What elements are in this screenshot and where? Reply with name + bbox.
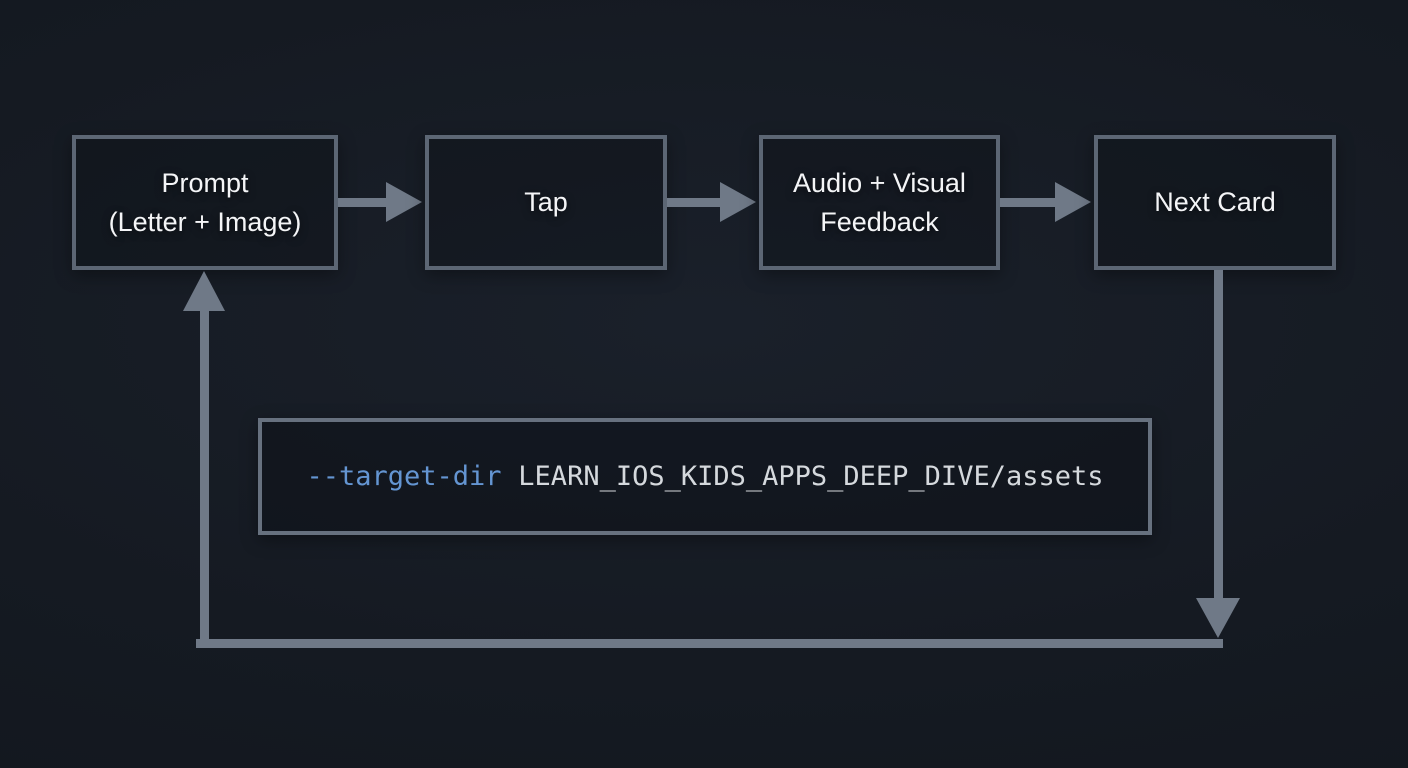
loop-line-left [200, 308, 209, 648]
flow-node-tap: Tap [425, 135, 667, 270]
arrow-right-icon [667, 182, 756, 222]
loop-line-bottom [196, 639, 1223, 648]
arrow-head-icon [1055, 182, 1091, 222]
arrow-head-icon [386, 182, 422, 222]
arrow-down-icon [1196, 598, 1240, 638]
code-argument: LEARN_IOS_KIDS_APPS_DEEP_DIVE/assets [518, 461, 1104, 492]
arrow-up-icon [183, 271, 225, 311]
arrow-shaft [338, 197, 386, 207]
arrow-right-icon [338, 182, 422, 222]
flow-node-audio-visual-feedback: Audio + Visual Feedback [759, 135, 1000, 270]
node-label: Audio + Visual Feedback [793, 168, 966, 237]
loop-line-right [1214, 270, 1223, 600]
node-label: Prompt (Letter + Image) [108, 168, 302, 237]
code-flag: --target-dir [306, 461, 502, 492]
arrow-shaft [667, 197, 720, 207]
flow-node-prompt: Prompt (Letter + Image) [72, 135, 338, 270]
code-box: --target-dir LEARN_IOS_KIDS_APPS_DEEP_DI… [258, 418, 1152, 535]
node-label: Next Card [1154, 187, 1276, 218]
node-label: Tap [524, 187, 568, 218]
flow-node-next-card: Next Card [1094, 135, 1336, 270]
arrow-right-icon [1000, 182, 1091, 222]
arrow-shaft [1000, 197, 1055, 207]
arrow-head-icon [720, 182, 756, 222]
